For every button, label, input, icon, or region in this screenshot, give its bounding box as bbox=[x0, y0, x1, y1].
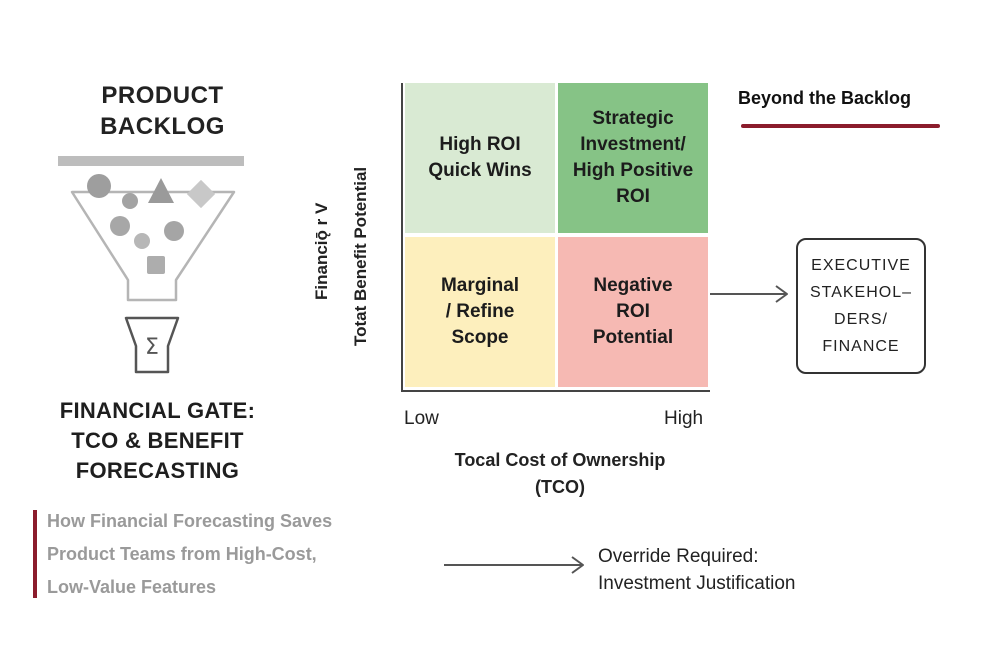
y-axis-label-line1: Financiǭ r V bbox=[312, 202, 331, 300]
brand-underline bbox=[741, 124, 940, 128]
override-note: Override Required: Investment Justificat… bbox=[598, 543, 795, 597]
quadrant-tr-line3: High Positive bbox=[572, 160, 694, 181]
subtitle-line3: Low-Value Features bbox=[47, 577, 217, 597]
quadrant-strategic-investment: Strategic Investment/ High Positive ROI bbox=[558, 83, 708, 233]
roi-matrix: High ROI Quick Wins Strategic Investment… bbox=[401, 83, 710, 392]
override-line1: Override Required: bbox=[598, 546, 759, 567]
quadrant-tl-line1: High ROI bbox=[439, 134, 521, 155]
funnel-icon: Σ bbox=[58, 156, 244, 374]
override-line2: Investment Justification bbox=[598, 573, 796, 594]
gate-title-line2: TCO & BENEFIT bbox=[71, 428, 244, 453]
quadrant-br-line3: Potential bbox=[592, 327, 674, 348]
executive-stakeholders-box: EXECUTIVE STAKEHOL– DERS/ FINANCE bbox=[796, 238, 926, 374]
funnel-top-bar bbox=[58, 156, 244, 166]
quadrant-tr-line1: Strategic bbox=[592, 108, 674, 129]
x-axis-title-line2: (TCO) bbox=[535, 477, 585, 497]
y-axis-label-line2: Totat Benefit Potential bbox=[351, 166, 370, 346]
arrow-to-override-icon bbox=[444, 556, 584, 574]
backlog-item-circle bbox=[87, 174, 111, 198]
backlog-item-triangle bbox=[148, 178, 174, 203]
stakeholders-text: EXECUTIVE STAKEHOL– DERS/ FINANCE bbox=[806, 252, 916, 360]
quadrant-br-line2: ROI bbox=[616, 301, 650, 322]
stakeholders-line3: DERS/ bbox=[834, 311, 888, 328]
quadrant-marginal-refine-scope: Marginal / Refine Scope bbox=[405, 237, 555, 387]
backlog-item-square bbox=[147, 256, 165, 274]
quadrant-tr-line2: Investment/ bbox=[580, 134, 686, 155]
backlog-item-diamond bbox=[186, 179, 216, 209]
stakeholders-line1: EXECUTIVE bbox=[811, 257, 911, 274]
sigma-icon: Σ bbox=[145, 335, 159, 360]
quadrant-bl-line2: / Refine bbox=[445, 301, 515, 322]
subtitle-line2: Product Teams from High-Cost, bbox=[47, 544, 317, 564]
backlog-item-circle bbox=[122, 193, 138, 209]
brand-label: Beyond the Backlog bbox=[738, 88, 912, 108]
backlog-title-line1: PRODUCT bbox=[101, 82, 224, 109]
quadrant-tl-line2: Quick Wins bbox=[428, 160, 532, 181]
x-axis-high-label: High bbox=[664, 408, 704, 429]
backlog-title-line2: BACKLOG bbox=[100, 113, 225, 140]
stakeholders-line4: FINANCE bbox=[822, 338, 900, 355]
gate-title-line1: FINANCIAL GATE: bbox=[59, 398, 256, 423]
subtitle: How Financial Forecasting Saves Product … bbox=[47, 505, 397, 604]
y-axis-label: Financiǭ r V Totat Benefit Potential bbox=[300, 88, 386, 388]
subtitle-line1: How Financial Forecasting Saves bbox=[47, 511, 333, 531]
stakeholders-line2: STAKEHOL– bbox=[809, 284, 913, 301]
funnel-body bbox=[70, 190, 236, 302]
quadrant-bl-line3: Scope bbox=[451, 327, 509, 348]
quadrant-high-roi-quick-wins: High ROI Quick Wins bbox=[405, 83, 555, 233]
quadrant-tr-line4: ROI bbox=[616, 186, 650, 207]
backlog-item-circle bbox=[134, 233, 150, 249]
sigma-gate bbox=[124, 316, 180, 374]
quadrant-br-line1: Negative bbox=[593, 275, 673, 296]
arrow-to-stakeholders-icon bbox=[710, 285, 788, 303]
backlog-item-circle bbox=[164, 221, 184, 241]
backlog-title: PRODUCT BACKLOG bbox=[40, 80, 285, 142]
quadrant-negative-roi: Negative ROI Potential bbox=[558, 237, 708, 387]
subtitle-accent-bar bbox=[33, 510, 37, 598]
quadrant-bl-line1: Marginal bbox=[440, 275, 520, 296]
gate-title-line3: FORECASTING bbox=[75, 458, 240, 483]
x-axis-title-line1: Tocal Cost of Ownership bbox=[454, 450, 666, 470]
financial-gate-title: FINANCIAL GATE: TCO & BENEFIT FORECASTIN… bbox=[30, 396, 285, 486]
x-axis-low-label: Low bbox=[404, 408, 439, 429]
x-axis-title: Tocal Cost of Ownership (TCO) bbox=[420, 447, 700, 501]
backlog-item-circle bbox=[110, 216, 130, 236]
